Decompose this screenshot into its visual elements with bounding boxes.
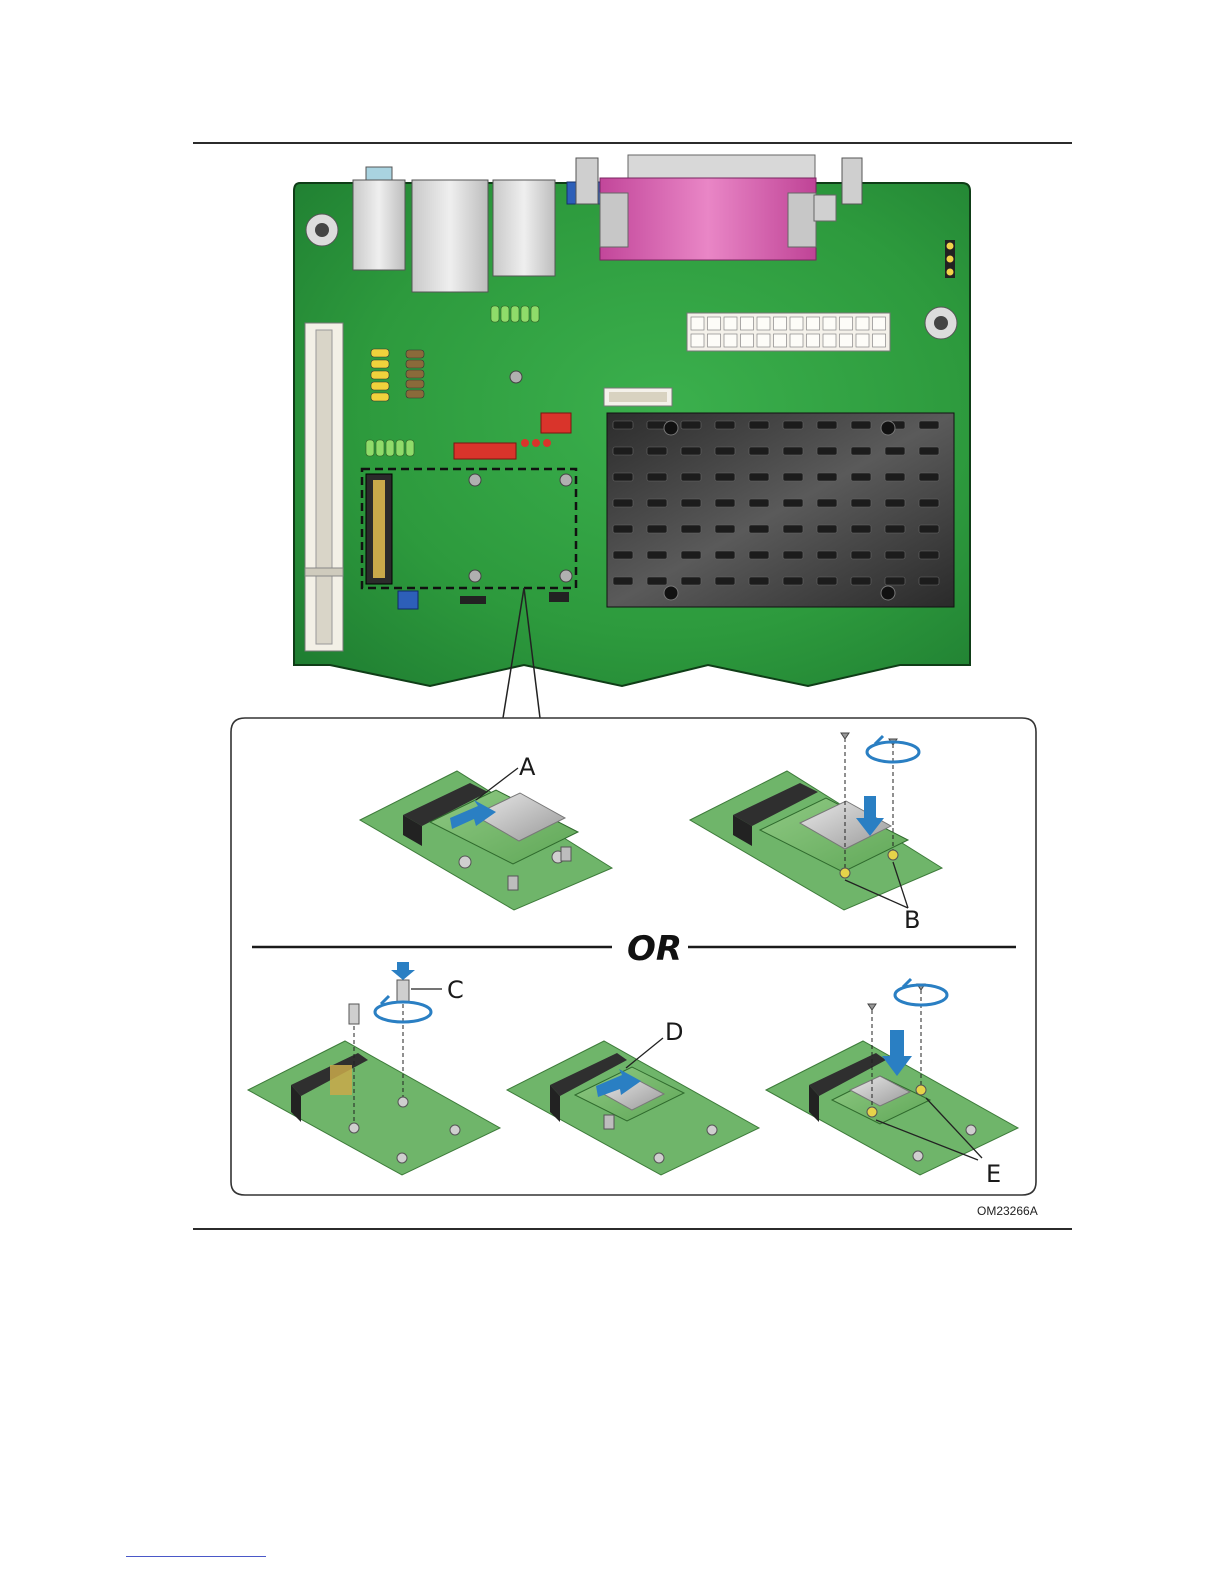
mounting-hole: [306, 214, 338, 246]
callout-e: E: [986, 1160, 1001, 1188]
callout-d: D: [665, 1018, 683, 1046]
or-label: OR: [627, 929, 682, 969]
callout-b: B: [904, 906, 920, 934]
usb-stack: [493, 180, 555, 276]
footer-link-underline: [126, 1556, 266, 1557]
mounting-hole: [925, 307, 957, 339]
callout-a: A: [519, 753, 536, 781]
atx-power-connector: [687, 313, 890, 351]
audio-jack-stack: [353, 167, 405, 270]
pci-slot: [305, 323, 343, 651]
heatsink: [607, 413, 954, 607]
usb-lan-stack: [412, 180, 488, 292]
header-green-left: [366, 440, 414, 456]
figure-id: OM23266A: [977, 1204, 1038, 1218]
mounting-hole: [510, 371, 522, 383]
header-brown-left: [406, 350, 424, 398]
header-green-top: [491, 306, 539, 322]
callout-c: C: [447, 976, 464, 1004]
header-yellow-left: [371, 349, 389, 401]
lvds-connector: [604, 388, 672, 406]
header-yellow-right: [945, 240, 955, 278]
